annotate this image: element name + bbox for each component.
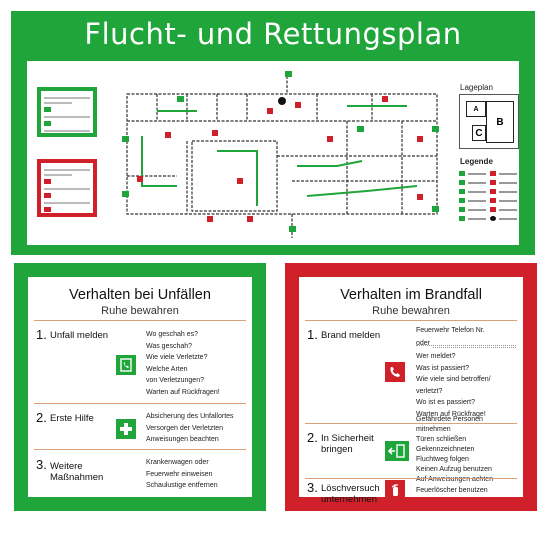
fire-step2-details: Gefährdete Personen mitnehmen Türen schl… [416,416,494,483]
divider [305,478,517,479]
step-title: Unfall melden [50,330,109,341]
lageplan-label: Lageplan [460,83,493,92]
fire-phone-label: Feuerwehr Telefon Nr. [416,327,485,334]
fire-or-label: oder [416,340,431,347]
accident-card: Verhalten bei Unfällen Ruhe bewahren 1. … [14,263,266,511]
legend [459,169,519,223]
fire-card: Verhalten im Brandfall Ruhe bewahren 1. … [285,263,537,511]
step-title: In Sicherheit bringen [321,433,374,455]
step-title: Brand melden [321,330,381,341]
step-number: 1. [36,327,47,342]
alt-number-line [433,347,516,348]
divider [305,423,517,424]
fire-phone-icon [385,362,405,382]
step1-details: Wo geschah es? Was geschah? Wie viele Ve… [146,331,220,396]
accident-title: Verhalten bei Unfällen [69,287,211,303]
legend-label: Legende [460,157,493,166]
step-number: 1. [307,327,318,342]
first-aid-icon [116,419,136,439]
step-number: 3. [307,480,318,495]
step3-details: Krankenwagen oder Feuerwehr einweisen Sc… [146,459,218,489]
floor-plan-area: Lageplan A B C Legende [27,61,519,245]
step-number: 2. [36,410,47,425]
site-plan: A B C [459,94,519,149]
fire-step3-details: Feuerlöscher benutzen [416,487,488,494]
divider [34,403,246,404]
floor-plan-drawing [122,71,439,238]
accident-subtitle: Ruhe bewahren [101,305,179,317]
fire-extinguisher-icon [385,480,405,500]
block-a: A [466,101,486,117]
step-title: Erste Hilfe [50,413,94,424]
plan-title: Flucht- und Rettungsplan [84,17,462,51]
divider [34,320,246,321]
fire-title: Verhalten im Brandfall [340,287,482,303]
mini-accident-card [37,87,97,137]
mini-fire-card [37,159,97,217]
fire-step1-details: Wer meldet? Was ist passiert? Wie viele … [416,353,491,418]
fire-subtitle: Ruhe bewahren [372,305,450,317]
block-c: C [472,125,486,141]
divider [305,320,517,321]
block-b: B [486,101,514,143]
step-title: Weitere Maßnahmen [50,461,104,483]
phone-number-line [416,345,516,346]
phone-icon [116,355,136,375]
divider [34,449,246,450]
step-title: Löschversuch unternehmen [321,483,380,505]
escape-plan-panel: Flucht- und Rettungsplan [11,11,535,255]
step-number: 2. [307,430,318,445]
step-number: 3. [36,457,47,472]
step2-details: Absicherung des Unfallortes Versorgen de… [146,413,234,443]
emergency-exit-icon [385,441,409,461]
